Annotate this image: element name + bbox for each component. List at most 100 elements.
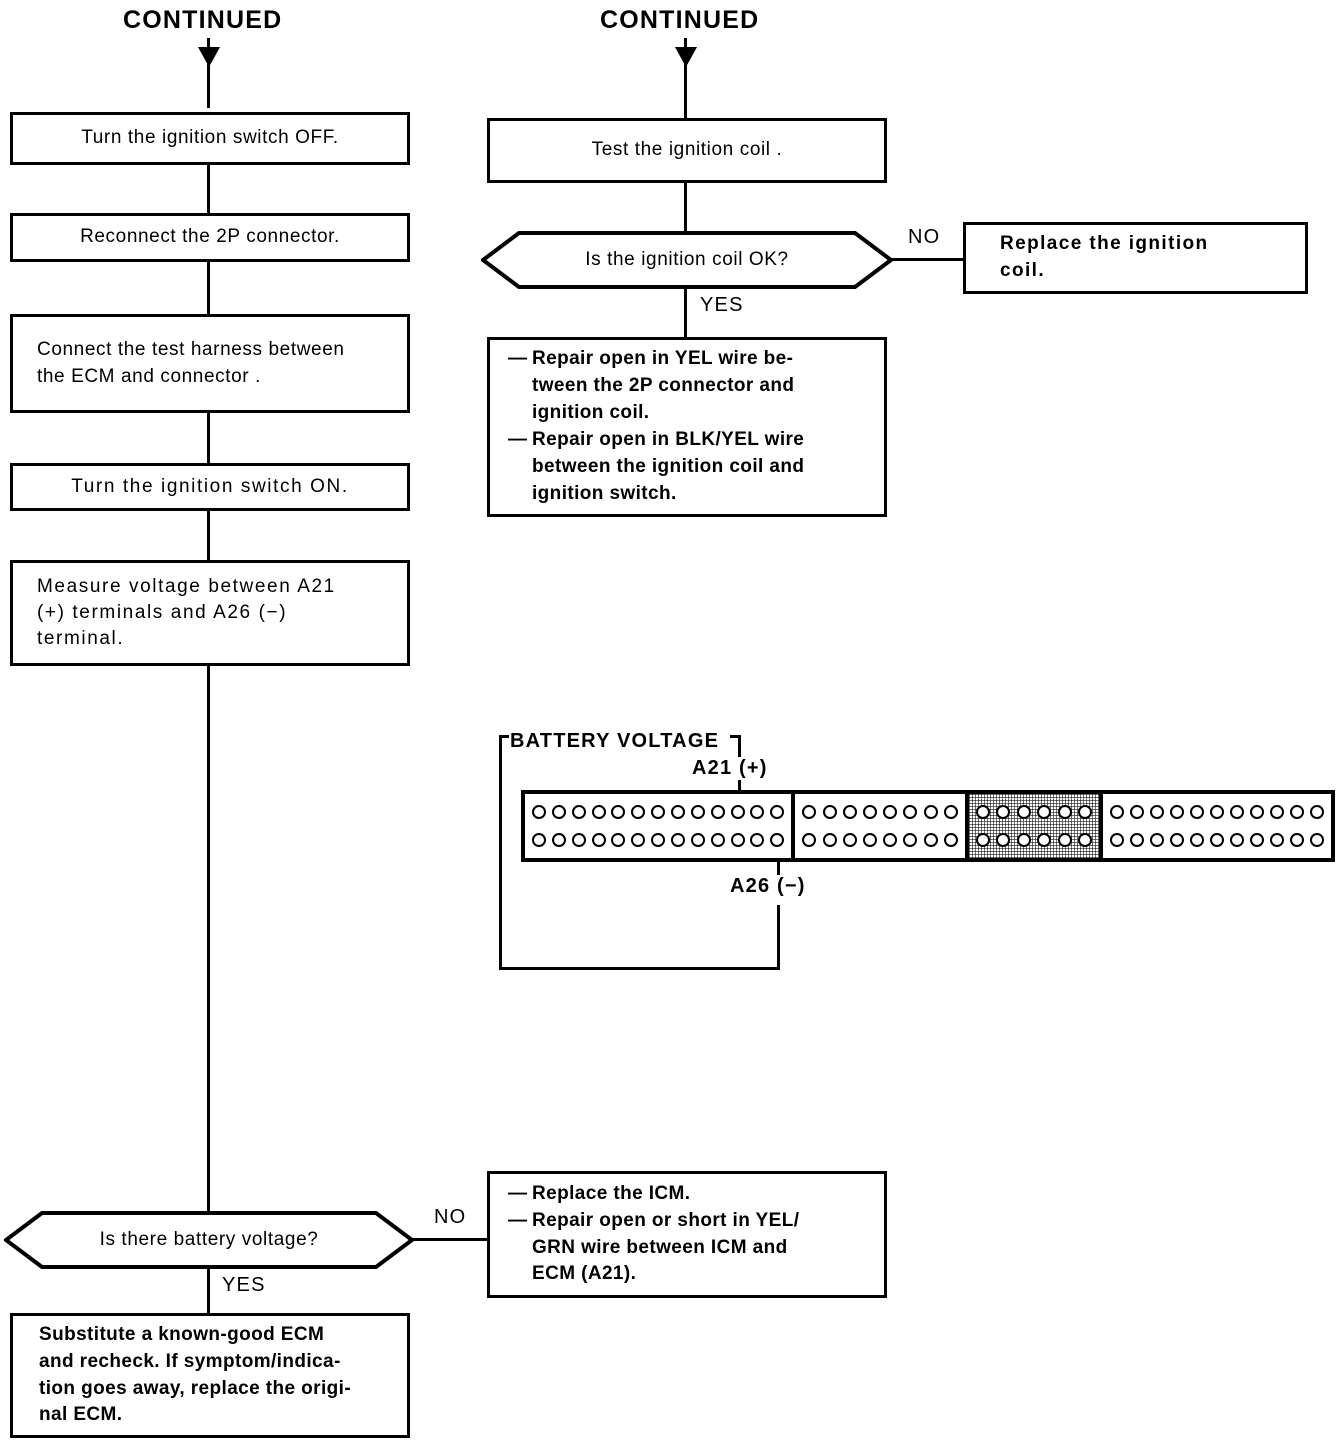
connector-segment-2 [795,794,969,858]
connector-pin [943,833,958,848]
connector-pin [1078,804,1093,819]
connector-pin [842,804,857,819]
yes-label-ignition-coil: YES [700,294,744,316]
connector-pin [1016,804,1031,819]
connector-pin [1250,804,1265,819]
outcome-replace-ignition-coil: Replace the ignition coil. [963,222,1308,294]
connector-line-4 [207,511,210,560]
connector-pin [975,833,990,848]
connector-pin [1309,804,1324,819]
connector-pin [883,833,898,848]
connector-pin [1250,833,1265,848]
step-measure-voltage-line-1: Measure voltage between A21 [37,575,336,597]
connector-pin [631,833,646,848]
step-turn-ignition-off-label: Turn the ignition switch OFF. [81,127,339,149]
step-connect-test-harness-line-1: Connect the test harness between [37,339,345,361]
outcome-substitute-ecm-line-2: and recheck. If symptom/indica- [39,1350,341,1372]
connector-pin [1130,804,1145,819]
connector-pin [1289,833,1304,848]
ecm-connector-illustration [521,790,1335,862]
connector-pin [631,804,646,819]
outcome-substitute-ecm-line-1: Substitute a known-good ECM [39,1323,325,1345]
connector-pin [1289,804,1304,819]
connector-pin [1037,804,1052,819]
no-line-battery-voltage [410,1238,488,1241]
connector-pin [571,833,586,848]
pin-row-bottom [975,829,1093,851]
outcome-repair-open-wires: — Repair open in YEL wire be- tween the … [487,337,887,517]
connector-pin [671,804,686,819]
connector-pin [1190,833,1205,848]
connector-pin [822,804,837,819]
connector-pin [1170,833,1185,848]
connector-pin [1110,804,1125,819]
connector-line-2 [207,262,210,314]
connector-pin [1130,833,1145,848]
pin-row-bottom [802,829,958,851]
bullet-dash: — [508,1209,527,1231]
connector-pin [591,833,606,848]
outcome-replace-ignition-coil-line-2: coil. [1000,260,1046,281]
no-label-battery-voltage: NO [434,1206,467,1228]
step-connect-test-harness-label: Connect the test harness between the ECM… [13,337,407,389]
bullet-body: Repair open or short in YEL/ GRN wire be… [532,1208,870,1289]
step-turn-ignition-off: Turn the ignition switch OFF. [10,112,410,165]
connector-pin [883,804,898,819]
bullet-line: Repair open or short in YEL/ [532,1209,800,1231]
yes-line-battery-voltage [207,1267,210,1313]
step-turn-ignition-on: Turn the ignition switch ON. [10,463,410,511]
outcome-substitute-ecm: Substitute a known-good ECM and recheck.… [10,1313,410,1438]
connector-pin [591,804,606,819]
connector-pin [1230,804,1245,819]
step-connect-test-harness-line-2: the ECM and connector . [37,365,261,387]
connector-pin [1150,804,1165,819]
bullet-line: Replace the ICM. [532,1182,691,1204]
battery-voltage-bracket-bottom-rail [499,967,780,970]
connector-pin [1190,804,1205,819]
pin-row-bottom [532,829,785,851]
connector-line-5-long [207,666,210,1213]
bullet-line: Repair open in BLK/YEL wire [532,429,805,450]
right-continued-heading: CONTINUED [600,6,760,34]
bullet-line: ECM (A21). [532,1263,637,1285]
left-entry-line [207,38,210,108]
pin-row-bottom [1110,829,1324,851]
connector-pin [611,833,626,848]
connector-segment-1 [525,794,796,858]
connector-pin [1057,804,1072,819]
bullet-line: tween the 2P connector and [532,375,795,397]
connector-pin [1110,833,1125,848]
pin-a21-label: A21 (+) [692,757,768,779]
connector-pin [1309,833,1324,848]
battery-voltage-bracket-left-stub [499,735,502,755]
bullet-line: Repair open in YEL wire be- [532,348,794,370]
battery-voltage-bracket-left-rail [499,748,502,970]
connector-pin [690,833,705,848]
decision-hexagon-shape-coil [481,231,893,289]
connector-pin [651,833,666,848]
connector-pin [750,804,765,819]
right-connector-line-1 [684,183,687,233]
connector-pin [611,804,626,819]
connector-pin [1270,804,1284,819]
connector-pin [1016,833,1031,848]
connector-segment-4 [1103,794,1331,858]
connector-pin [996,833,1011,848]
connector-pin [551,833,566,848]
step-reconnect-2p-connector: Reconnect the 2P connector. [10,213,410,262]
connector-pin [571,804,586,819]
connector-pin [551,804,566,819]
connector-pin-a26 [770,833,785,848]
connector-pin [532,833,546,848]
connector-pin [1078,833,1093,848]
connector-pin [1210,833,1225,848]
step-test-ignition-coil-label: Test the ignition coil . [591,139,783,161]
connector-pin [1210,804,1225,819]
no-line-ignition-coil [888,258,965,261]
connector-pin [1150,833,1165,848]
pin-row-top [975,801,1093,823]
outcome-substitute-ecm-label: Substitute a known-good ECM and recheck.… [13,1322,407,1430]
decision-is-there-battery-voltage-label: Is there battery voltage? [99,1228,319,1250]
connector-line-3 [207,413,210,463]
